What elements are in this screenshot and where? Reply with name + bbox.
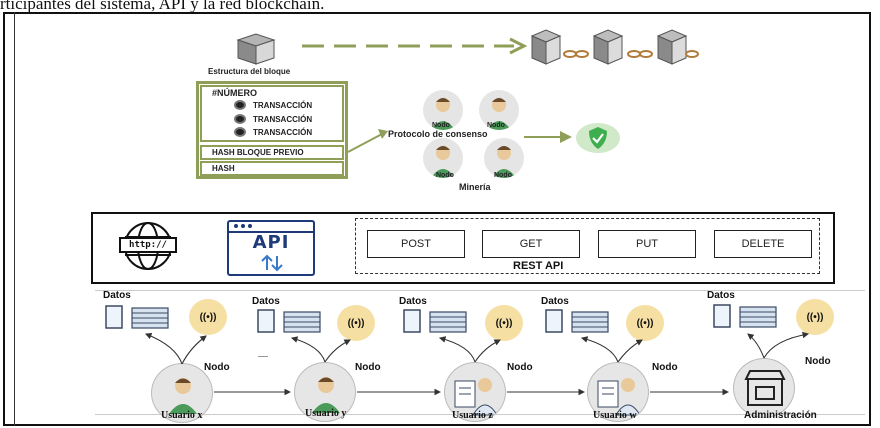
user-label: Usuario x (161, 410, 203, 421)
transaction-label: TRANSACCIÓN (253, 127, 313, 137)
datos-label: Datos (103, 290, 131, 301)
http-globe-icon: http:// (114, 221, 182, 271)
person-icon (169, 378, 197, 414)
store-icon (744, 370, 786, 406)
server-icon (236, 33, 276, 65)
person-icon (431, 98, 455, 130)
rest-api-label: REST API (513, 260, 564, 272)
data-docs-icon (105, 305, 169, 329)
http-label: http:// (119, 237, 177, 253)
figure-frame (3, 12, 871, 426)
nodo-label: Nodo (805, 356, 831, 367)
api-label: API (252, 232, 290, 253)
signal-icon: ((•)) (189, 299, 227, 335)
datos-label: Datos (707, 290, 735, 301)
disk-icon (234, 114, 246, 124)
api-panel (91, 212, 835, 284)
transaction-label: TRANSACCIÓN (253, 114, 313, 124)
transaction-row: TRANSACCIÓN (234, 114, 312, 124)
node-label: Nodo (494, 172, 512, 179)
put-method-box: PUT (598, 230, 696, 258)
data-docs-icon (545, 309, 609, 333)
nodo-label: Nodo (507, 362, 533, 373)
delete-method-box: DELETE (714, 230, 812, 258)
doctor-icon (597, 378, 641, 416)
user-node (444, 362, 506, 422)
transaction-label: TRANSACCIÓN (253, 100, 313, 110)
user-label: Usuario z (452, 410, 493, 421)
user-label: Usuario w (593, 410, 637, 421)
signal-icon: ((•)) (337, 305, 375, 341)
top-caption: rticipantes del sistema, API y la red bl… (0, 0, 325, 13)
datos-label: Datos (399, 296, 427, 307)
arrows-up-down-icon (261, 254, 283, 272)
consensus-node (423, 138, 463, 178)
nodo-label: Nodo (204, 362, 230, 373)
user-node (294, 362, 356, 422)
admin-label: Administración (744, 410, 817, 421)
window-dot (234, 224, 238, 228)
transaction-row: TRANSACCIÓN (234, 127, 312, 137)
node-label: Nodo (487, 122, 505, 129)
block-number-label: #NÚMERO (212, 88, 258, 98)
node-label: Nodo (432, 122, 450, 129)
admin-node (733, 358, 795, 418)
rest-api-group (355, 218, 820, 274)
block-structure-title: Estructura del bloque (208, 67, 291, 76)
window-titlebar (229, 222, 313, 233)
disk-icon (234, 127, 246, 137)
person-icon (431, 146, 455, 178)
data-docs-icon (257, 309, 321, 333)
window-dot (248, 224, 252, 228)
datos-label: Datos (252, 296, 280, 307)
get-method-box: GET (482, 230, 580, 258)
person-icon (312, 377, 340, 413)
disk-icon (234, 100, 246, 110)
signal-icon: ((•)) (626, 305, 664, 341)
block-box (196, 81, 348, 179)
data-docs-icon (713, 304, 777, 328)
consensus-node (484, 138, 524, 178)
user-node (587, 362, 649, 422)
node-label: Nodo (436, 172, 454, 179)
nodo-label: Nodo (355, 362, 381, 373)
arrow-to-check (524, 131, 572, 143)
person-icon (487, 98, 511, 130)
user-label: Usuario y (305, 408, 347, 419)
dash-mark (258, 356, 268, 357)
signal-icon: ((•)) (485, 305, 523, 341)
post-method-box: POST (367, 230, 465, 258)
check-icon (576, 123, 620, 153)
dashed-arrow (302, 37, 528, 55)
transaction-row: TRANSACCIÓN (234, 100, 312, 110)
consensus-node (479, 90, 519, 130)
hash-field: HASH (200, 161, 344, 176)
network-top-rule (95, 290, 865, 291)
frame-inner-line (14, 12, 15, 426)
prev-hash-field: HASH BLOQUE PREVIO (200, 145, 344, 160)
person-icon (492, 146, 516, 178)
user-node (151, 363, 213, 423)
window-dot (241, 224, 245, 228)
block-header-box (200, 85, 344, 142)
nodo-label: Nodo (652, 362, 678, 373)
consensus-protocol-label: Protocolo de consenso (388, 129, 488, 139)
mining-label: Minería (459, 182, 491, 192)
blockchain-chain-icon (530, 29, 699, 65)
consensus-node (423, 90, 463, 130)
data-docs-icon (403, 309, 467, 333)
api-window-icon: API (227, 220, 315, 276)
signal-icon: ((•)) (796, 299, 834, 335)
arrow-to-consensus (347, 129, 388, 153)
datos-label: Datos (541, 296, 569, 307)
